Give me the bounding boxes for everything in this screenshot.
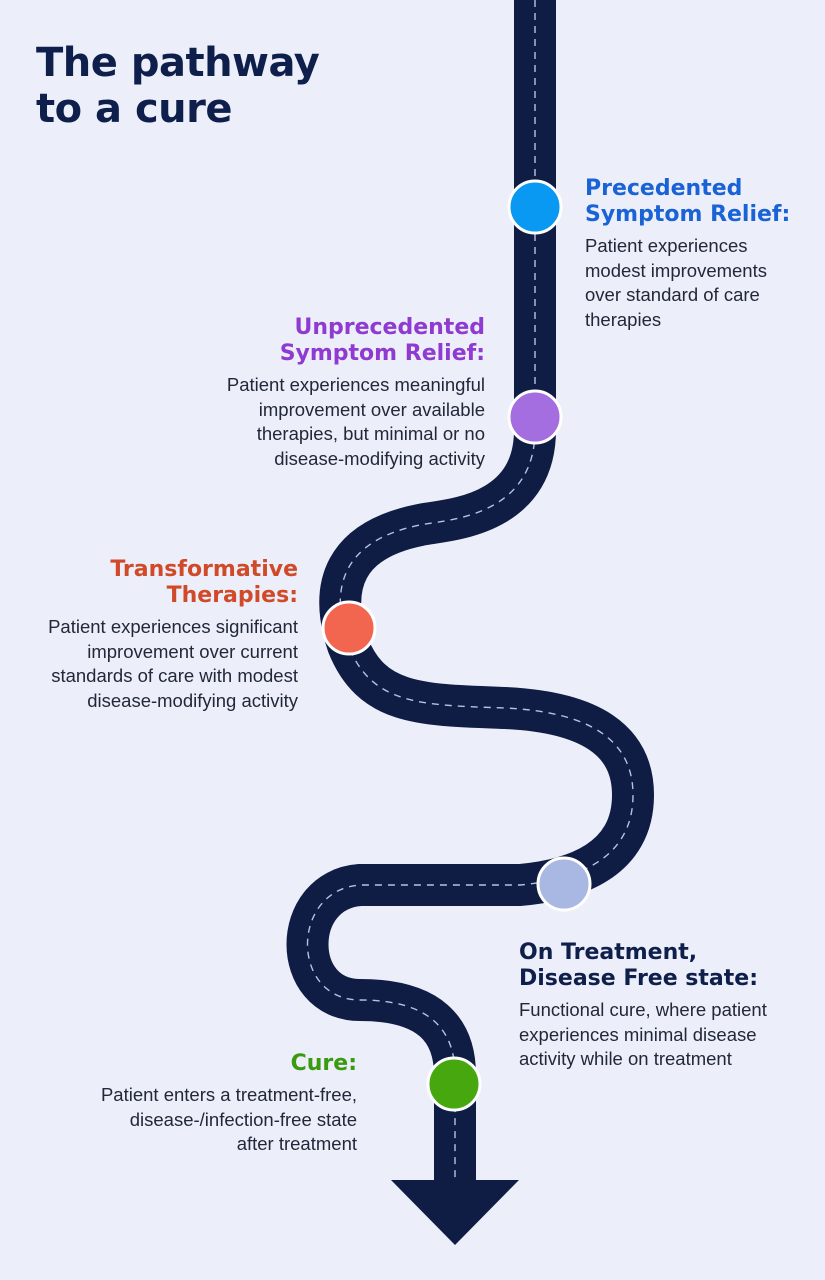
title-line-2: to a cure (36, 86, 233, 132)
marker-disease-free (536, 856, 592, 912)
title-line-1: The pathway (36, 40, 320, 86)
stage-title: Transformative Therapies: (110, 557, 298, 608)
marker-transformative (321, 600, 377, 656)
stage-description: Patient experiences meaningful improveme… (226, 374, 485, 469)
stage-precedented: Precedented Symptom Relief: Patient expe… (585, 176, 817, 332)
stage-unprecedented: Unprecedented Symptom Relief: Patient ex… (165, 315, 485, 471)
stage-title: Unprecedented Symptom Relief: (279, 315, 485, 366)
stage-title: Precedented Symptom Relief: (585, 176, 791, 227)
stage-disease-free: On Treatment, Disease Free state: Functi… (519, 940, 819, 1072)
stage-cure: Cure: Patient enters a treatment-free, d… (57, 1051, 357, 1157)
stage-title: On Treatment, Disease Free state: (519, 940, 759, 991)
stage-description: Functional cure, where patient experienc… (519, 999, 767, 1069)
marker-unprecedented (507, 389, 563, 445)
page-title: The pathway to a cure (36, 40, 320, 132)
stage-description: Patient experiences modest improvements … (585, 235, 767, 330)
road-end-arrowhead (391, 1180, 519, 1245)
stage-transformative: Transformative Therapies: Patient experi… (8, 557, 298, 713)
marker-precedented (507, 179, 563, 235)
marker-cure (426, 1056, 482, 1112)
stage-description: Patient enters a treatment-free, disease… (100, 1084, 357, 1154)
stage-description: Patient experiences significant improvem… (48, 616, 298, 711)
road-center-dashes (306, 0, 634, 1185)
stage-title: Cure: (290, 1051, 357, 1076)
